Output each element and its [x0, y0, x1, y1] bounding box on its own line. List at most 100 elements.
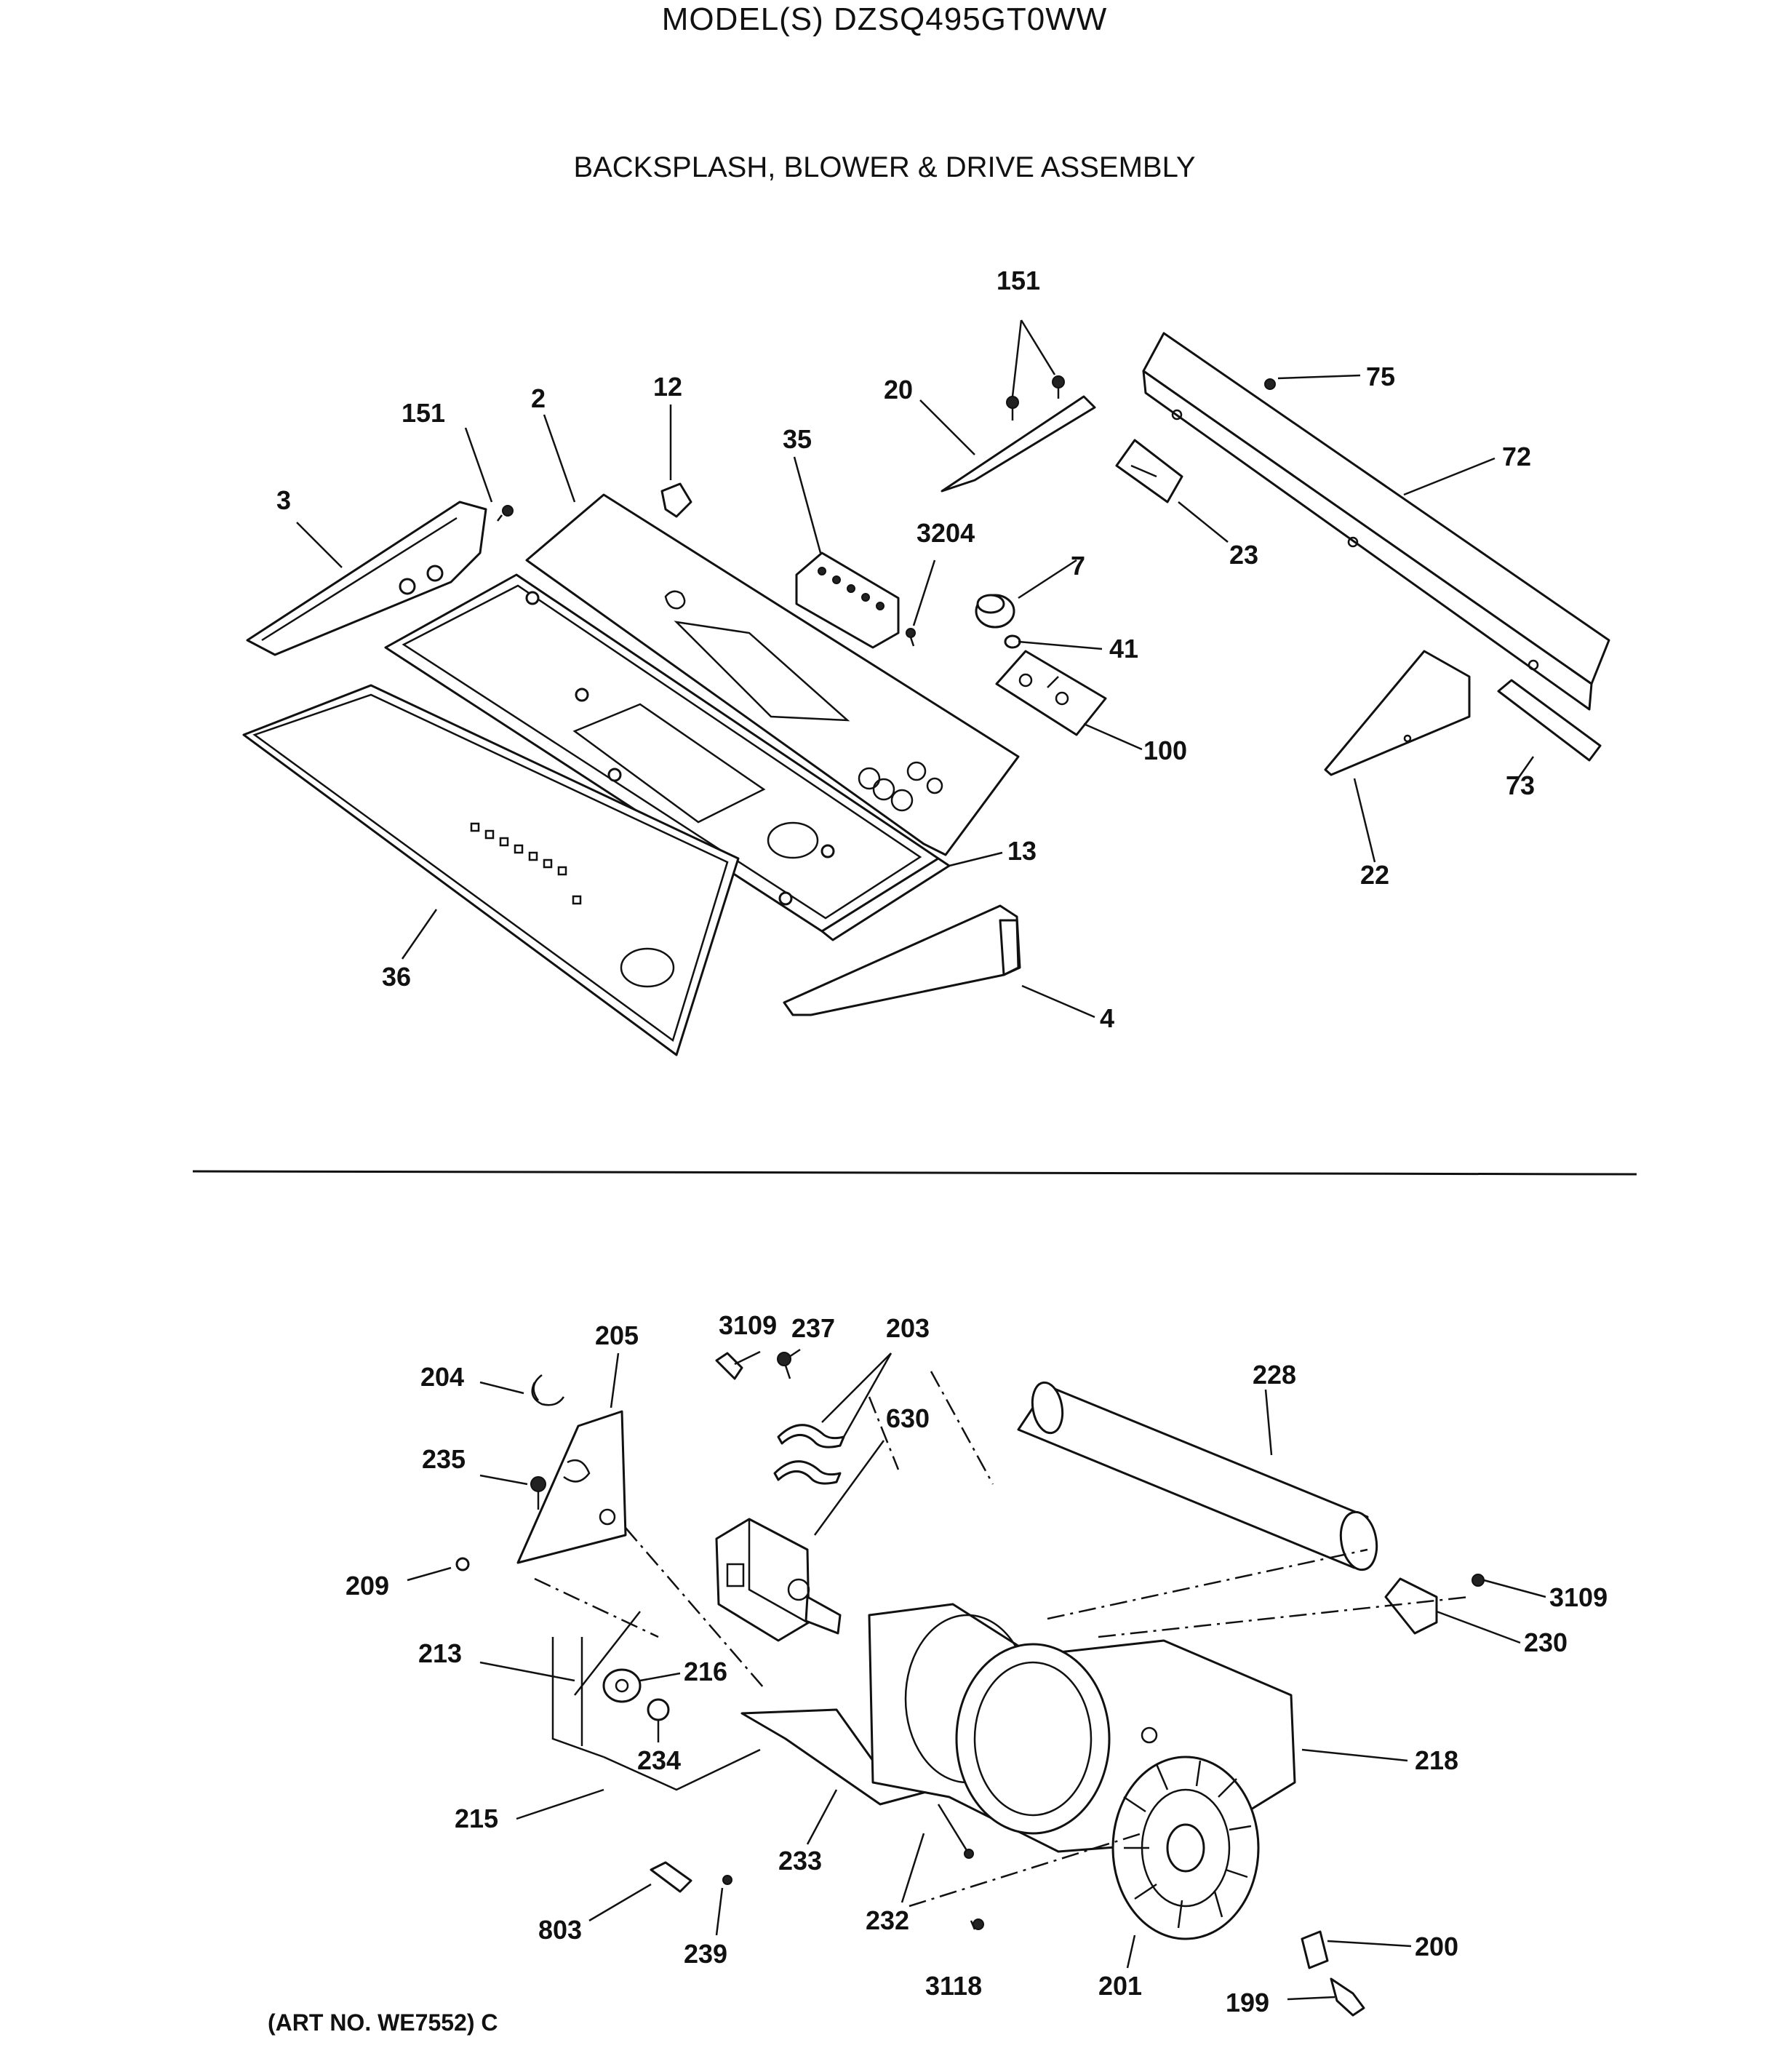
leader-230 — [1436, 1610, 1521, 1644]
callout-233: 233 — [778, 1846, 822, 1876]
leader-23 — [1178, 501, 1229, 543]
leader-151-left — [464, 427, 493, 503]
page-title: MODEL(S) DZSQ495GT0WW — [661, 1, 1108, 37]
part-201-blower-wheel — [1111, 1756, 1260, 1940]
callout-73: 73 — [1506, 770, 1535, 800]
part-215-drive-belt — [603, 1748, 761, 1791]
leader-13 — [949, 851, 1003, 867]
part-73-foam-strip — [1497, 679, 1602, 762]
part-22-end-bracket — [1324, 650, 1471, 776]
leader-209 — [407, 1566, 452, 1582]
leader-203-b — [842, 1352, 893, 1438]
leader-73 — [1512, 756, 1535, 786]
alignment-line-4 — [1047, 1548, 1368, 1620]
part-630-drive-motor — [715, 1518, 842, 1642]
leader-215 — [516, 1788, 604, 1820]
leader-204 — [479, 1381, 524, 1395]
part-209-nut — [455, 1557, 470, 1571]
leader-203-a — [821, 1352, 892, 1423]
leader-239 — [715, 1887, 724, 1936]
part-35-switch-assembly — [795, 551, 900, 649]
callout-151-top: 151 — [997, 266, 1040, 295]
part-13-control-panel-frame — [384, 573, 951, 941]
callout-4: 4 — [1100, 1003, 1114, 1033]
alignment-line-3 — [625, 1527, 764, 1689]
callout-200: 200 — [1415, 1932, 1458, 1961]
leader-630 — [813, 1440, 885, 1536]
callout-35: 35 — [783, 424, 812, 454]
leader-3 — [296, 522, 343, 568]
callout-75: 75 — [1366, 362, 1395, 391]
callout-630: 630 — [886, 1403, 930, 1433]
callout-3109-right: 3109 — [1549, 1582, 1608, 1612]
leader-803 — [588, 1883, 652, 1922]
alignment-line-1 — [930, 1371, 994, 1485]
part-7-knob — [975, 594, 1015, 629]
part-75-screw — [1264, 378, 1276, 390]
leader-7 — [1018, 559, 1077, 599]
part-205-motor-bracket — [516, 1410, 627, 1564]
part-4-right-end-cap — [783, 904, 1021, 1016]
part-3109-screw-right — [1471, 1574, 1485, 1587]
part-239-screw — [722, 1875, 732, 1885]
leader-100 — [1083, 722, 1143, 751]
callout-151: 151 — [402, 398, 445, 428]
part-20-bracket — [941, 395, 1096, 493]
leader-237 — [788, 1348, 801, 1358]
callout-22: 22 — [1360, 860, 1389, 890]
callout-235: 235 — [422, 1444, 466, 1474]
part-23-bracket — [1115, 439, 1183, 503]
art-number: (ART NO. WE7552) C — [268, 2009, 498, 2036]
part-100-selector-switch — [995, 650, 1107, 736]
leader-3109-top — [734, 1350, 761, 1366]
leader-36 — [401, 909, 438, 960]
callout-218: 218 — [1415, 1745, 1458, 1775]
callout-2: 2 — [531, 383, 546, 413]
section-title: BACKSPLASH, BLOWER & DRIVE ASSEMBLY — [573, 151, 1196, 183]
alignment-line-7 — [534, 1577, 659, 1638]
part-3118-screw — [970, 1918, 984, 1930]
part-3109-fitting — [715, 1352, 743, 1380]
part-228-exhaust-duct — [1017, 1381, 1378, 1571]
leader-75 — [1277, 374, 1361, 380]
callout-803: 803 — [538, 1915, 582, 1945]
callout-13: 13 — [1007, 836, 1037, 866]
leader-213 — [479, 1661, 575, 1682]
leader-233 — [806, 1789, 838, 1845]
leader-201 — [1126, 1934, 1136, 1969]
callout-213: 213 — [418, 1638, 462, 1668]
part-72-rear-rail — [1142, 332, 1610, 711]
callout-3204: 3204 — [917, 518, 975, 548]
leader-216 — [639, 1672, 681, 1682]
callout-239: 239 — [684, 1939, 727, 1969]
part-3-left-end-cap — [246, 501, 487, 656]
callout-203: 203 — [886, 1313, 930, 1343]
part-204-clip — [531, 1374, 565, 1406]
callout-230: 230 — [1524, 1627, 1568, 1657]
part-216-idler-pulley — [602, 1668, 642, 1703]
callout-3109: 3109 — [719, 1310, 777, 1340]
callout-12: 12 — [653, 372, 682, 402]
callout-7: 7 — [1071, 551, 1085, 581]
callout-237: 237 — [791, 1313, 835, 1343]
part-12-clip — [660, 482, 692, 518]
leader-151-top-a — [1011, 319, 1023, 397]
callout-234: 234 — [637, 1745, 681, 1775]
part-232-screw — [937, 1804, 974, 1859]
leader-20 — [919, 399, 975, 455]
leader-205 — [610, 1352, 620, 1408]
callout-20: 20 — [884, 375, 913, 405]
callout-3: 3 — [276, 485, 291, 515]
leader-235 — [479, 1474, 528, 1486]
callout-209: 209 — [346, 1571, 389, 1601]
callout-216: 216 — [684, 1657, 727, 1686]
callout-228: 228 — [1253, 1360, 1296, 1390]
section-divider — [192, 1170, 1637, 1176]
leader-199 — [1287, 1996, 1335, 2001]
leader-151-top-b — [1020, 319, 1056, 375]
leader-22 — [1353, 778, 1376, 863]
part-41-spring — [1004, 634, 1021, 649]
part-151-screw — [497, 505, 514, 522]
leader-218 — [1301, 1748, 1408, 1762]
leader-3109-right — [1483, 1579, 1546, 1598]
